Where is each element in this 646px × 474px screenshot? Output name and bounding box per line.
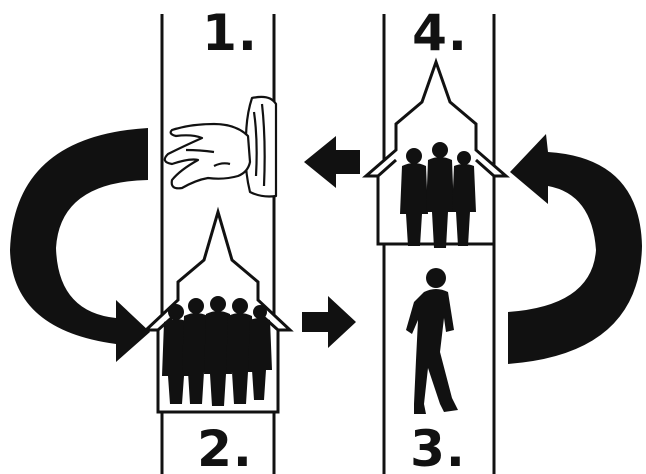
left-arrow-icon [304, 136, 360, 188]
offering-hand-icon [165, 97, 276, 197]
church-congregation-icon [146, 212, 290, 412]
step-number-2: 2. [185, 424, 265, 474]
left-curved-arrow-icon [10, 128, 150, 362]
step-number-1: 1. [190, 8, 270, 58]
step-number-3: 3. [398, 424, 478, 474]
small-group-church-icon [366, 62, 506, 248]
step-number-4: 4. [400, 8, 480, 58]
right-curved-arrow-icon [508, 134, 642, 364]
walking-person-icon [406, 268, 458, 414]
right-arrow-icon [302, 296, 356, 348]
